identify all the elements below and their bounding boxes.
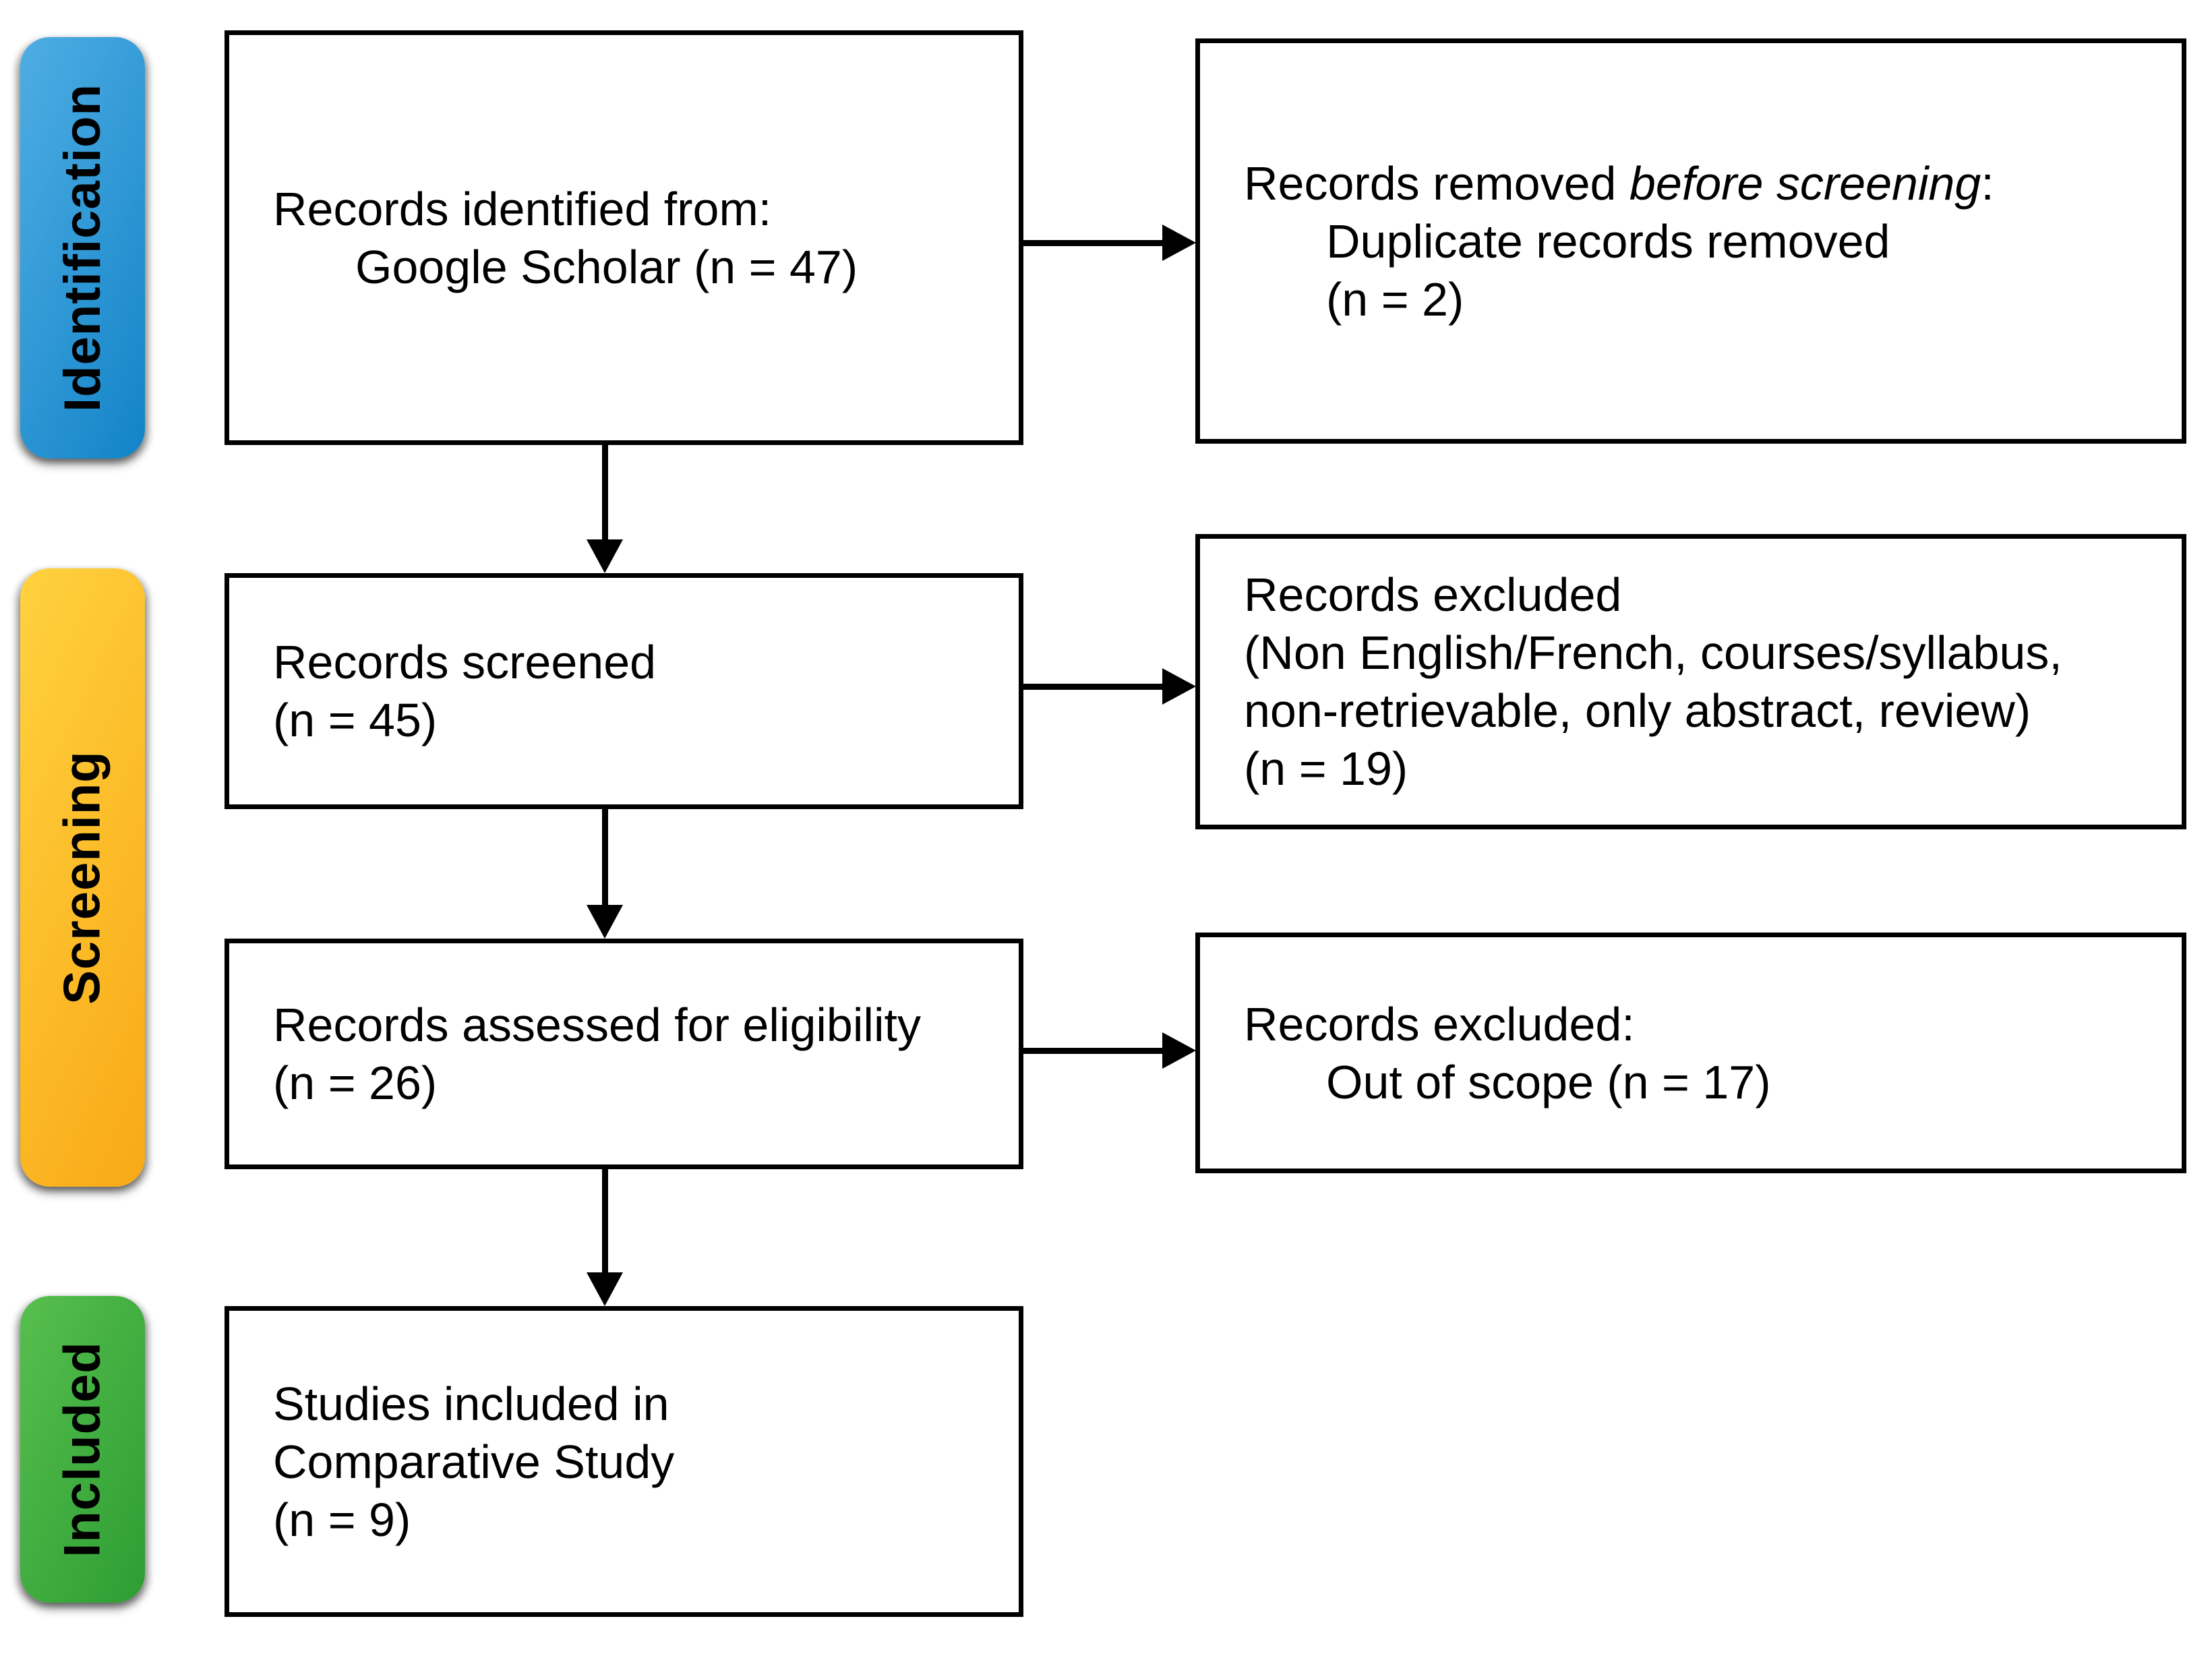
- box-records-removed: Records removed before screening: Duplic…: [1195, 38, 2186, 444]
- box-records-assessed-line-2: (n = 26): [273, 1057, 438, 1109]
- box-records-identified-line-2: Google Scholar (n = 47): [355, 240, 858, 293]
- box-records-excluded-screening-line-2: (Non English/French, courses/syllabus,: [1244, 626, 2062, 679]
- arrow-assessed-to-excluded-head: [1162, 1032, 1196, 1069]
- stage-pill-screening: Screening: [20, 568, 145, 1187]
- box-records-excluded-eligibility-line-1: Records excluded:: [1244, 997, 1635, 1051]
- box-records-removed-line-1-pre: Records removed: [1244, 156, 1630, 210]
- box-records-removed-line-3: (n = 2): [1326, 272, 1464, 326]
- stage-pill-included: Included: [20, 1296, 145, 1603]
- box-records-identified: Records identified from: Google Scholar …: [225, 30, 1023, 445]
- arrow-screened-to-assessed-head: [587, 905, 623, 939]
- box-records-removed-line-1-post: :: [1981, 156, 1994, 210]
- arrow-assessed-to-excluded-shaft: [1021, 1048, 1164, 1054]
- box-records-excluded-screening-line-4: (n = 19): [1244, 742, 1408, 795]
- arrow-screened-to-excluded-shaft: [1021, 684, 1164, 690]
- stage-label-identification: Identification: [54, 84, 112, 412]
- box-records-removed-line-2: Duplicate records removed: [1326, 214, 1890, 268]
- box-records-identified-line-1: Records identified from:: [273, 182, 772, 235]
- arrow-screened-to-excluded-head: [1162, 668, 1196, 705]
- box-records-removed-line-1: Records removed before screening:: [1244, 154, 2172, 212]
- arrow-assessed-to-included-head: [587, 1272, 623, 1306]
- arrow-identified-to-screened-shaft: [602, 445, 608, 541]
- arrow-identified-to-removed-shaft: [1022, 240, 1164, 246]
- box-records-assessed-line-1: Records assessed for eligibility: [273, 999, 921, 1051]
- box-records-excluded-screening-line-3: non-retrievable, only abstract, review): [1244, 684, 2031, 737]
- stage-pill-identification: Identification: [20, 37, 145, 459]
- stage-label-screening: Screening: [54, 750, 111, 1005]
- arrow-identified-to-removed-head: [1162, 225, 1196, 261]
- box-studies-included-line-2: Comparative Study: [273, 1435, 675, 1488]
- box-records-excluded-eligibility-line-2: Out of scope (n = 17): [1326, 1055, 1771, 1109]
- box-studies-included: Studies included in Comparative Study (n…: [225, 1306, 1023, 1617]
- box-records-screened: Records screened (n = 45): [225, 573, 1023, 809]
- box-records-screened-line-1: Records screened: [273, 636, 657, 688]
- arrow-screened-to-assessed-shaft: [602, 809, 608, 907]
- box-records-excluded-eligibility: Records excluded: Out of scope (n = 17): [1195, 933, 2186, 1173]
- box-records-excluded-screening-line-1: Records excluded: [1244, 568, 1622, 621]
- arrow-assessed-to-included-shaft: [602, 1169, 608, 1274]
- stage-label-included: Included: [54, 1341, 111, 1558]
- box-studies-included-line-1: Studies included in: [273, 1377, 669, 1430]
- arrow-identified-to-screened-head: [587, 539, 623, 573]
- box-records-assessed: Records assessed for eligibility (n = 26…: [225, 939, 1023, 1169]
- box-records-screened-line-2: (n = 45): [273, 694, 438, 746]
- box-records-excluded-screening: Records excluded (Non English/French, co…: [1195, 534, 2186, 829]
- box-studies-included-line-3: (n = 9): [273, 1493, 411, 1546]
- box-records-removed-line-1-italic: before screening: [1629, 156, 1981, 210]
